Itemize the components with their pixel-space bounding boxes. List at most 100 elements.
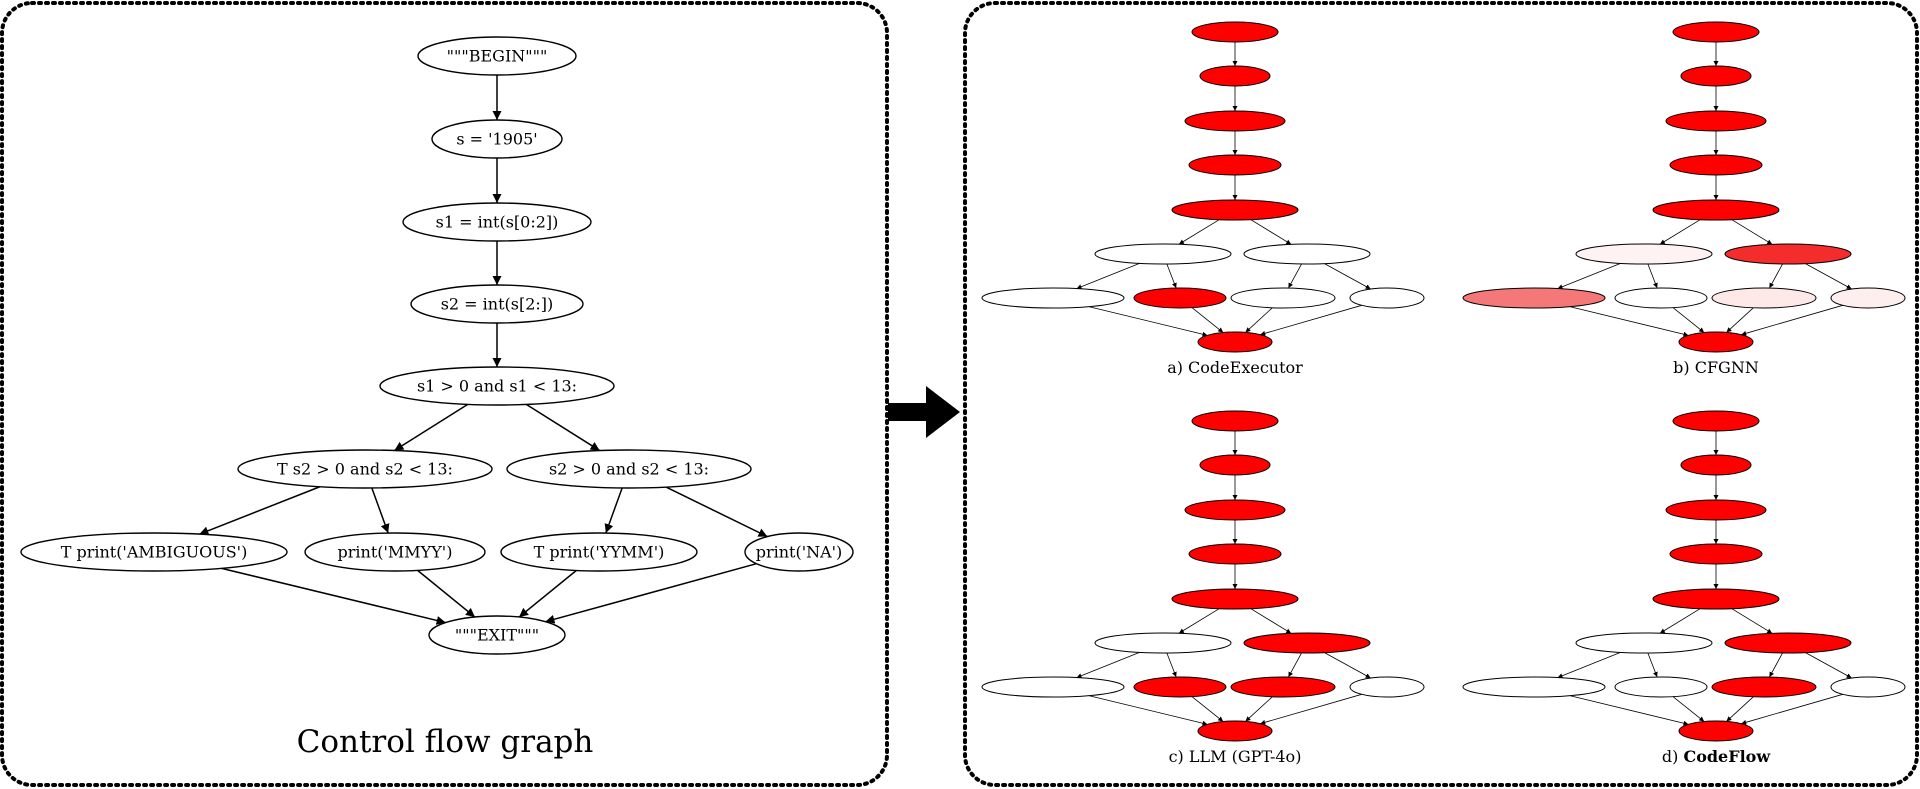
mini-edge bbox=[1076, 652, 1140, 679]
cfg-node-label: s = '1905' bbox=[456, 130, 537, 149]
cfg-edge bbox=[371, 487, 390, 534]
cfg-node-s1: s1 = int(s[0:2]) bbox=[402, 202, 592, 242]
mini-edge bbox=[1769, 652, 1783, 678]
mini-node-s1 bbox=[1665, 110, 1767, 132]
mini-node-s2 bbox=[1669, 543, 1763, 565]
caption-text: a) CodeExecutor bbox=[1167, 358, 1303, 377]
mini-edge bbox=[1805, 652, 1852, 679]
cfg-node-shape bbox=[304, 532, 486, 572]
mini-node-exit bbox=[1197, 331, 1273, 353]
mini-edge bbox=[1726, 696, 1754, 722]
mini-graph-codeexecutor: a) CodeExecutor bbox=[981, 21, 1425, 377]
cfg-node-label: s2 > 0 and s2 < 13: bbox=[549, 460, 709, 479]
cfg-edge bbox=[604, 487, 623, 534]
cfg-node-yymm: T print('YYMM') bbox=[500, 532, 698, 572]
mini-edge bbox=[1191, 307, 1224, 333]
mini-node-s bbox=[1680, 454, 1752, 476]
caption-text: d) bbox=[1662, 747, 1684, 766]
caption-text: c) LLM (GPT-4o) bbox=[1169, 747, 1302, 766]
mini-graph-caption: d) CodeFlow bbox=[1662, 747, 1771, 766]
mini-node-s bbox=[1199, 65, 1271, 87]
mini-node-cond1 bbox=[1171, 199, 1299, 221]
cfg-edges bbox=[199, 75, 768, 625]
cfg-node-na: print('NA') bbox=[744, 532, 854, 572]
mini-node-s2 bbox=[1669, 154, 1763, 176]
cfg-edge bbox=[417, 569, 476, 618]
cfg-node-label: """EXIT""" bbox=[455, 626, 539, 645]
cfg-node-label: print('NA') bbox=[756, 543, 843, 562]
cfg-node-s2: s2 = int(s[2:]) bbox=[410, 284, 584, 324]
mini-node-s1 bbox=[1184, 499, 1286, 521]
mini-node-condL bbox=[1575, 632, 1713, 654]
cfg-node-label: s1 = int(s[0:2]) bbox=[436, 213, 559, 232]
mini-node-s2 bbox=[1188, 154, 1282, 176]
cfg-node-shape bbox=[428, 615, 566, 655]
mini-graph-llm-gpt4o: c) LLM (GPT-4o) bbox=[981, 410, 1425, 766]
mini-edge bbox=[1324, 652, 1371, 679]
mini-node-s bbox=[1199, 454, 1271, 476]
mini-node-na bbox=[1349, 287, 1425, 309]
cfg-node-shape bbox=[500, 532, 698, 572]
mini-edge bbox=[1088, 306, 1208, 337]
cfg-nodes: """BEGIN"""s = '1905's1 = int(s[0:2])s2 … bbox=[20, 36, 854, 655]
mini-node-amb bbox=[1462, 287, 1606, 309]
mini-node-exit bbox=[1678, 331, 1754, 353]
cfg-panel-border bbox=[0, 1, 889, 787]
mini-edge bbox=[1672, 696, 1705, 722]
mini-node-s bbox=[1680, 65, 1752, 87]
cfg-node-cond1: s1 > 0 and s1 < 13: bbox=[379, 366, 615, 406]
mini-node-amb bbox=[981, 287, 1125, 309]
mini-graph-cfgnn: b) CFGNN bbox=[1462, 21, 1906, 377]
mini-edge bbox=[1769, 263, 1783, 289]
mini-node-cond1 bbox=[1171, 588, 1299, 610]
mini-edge bbox=[1076, 263, 1140, 290]
cfg-node-shape bbox=[431, 119, 563, 159]
mini-graph-caption: c) LLM (GPT-4o) bbox=[1169, 747, 1302, 766]
mini-node-begin bbox=[1191, 21, 1279, 43]
mini-edge bbox=[1324, 263, 1371, 290]
mini-graph-caption: a) CodeExecutor bbox=[1167, 358, 1303, 377]
caption-bold-text: CodeFlow bbox=[1683, 747, 1771, 766]
cfg-edge bbox=[545, 562, 757, 624]
cfg-node-label: T s2 > 0 and s2 < 13: bbox=[277, 460, 453, 479]
mini-edge bbox=[1250, 219, 1292, 245]
mini-node-condR bbox=[1724, 632, 1852, 654]
mini-node-mmyy bbox=[1614, 676, 1708, 698]
cfg-node-label: s1 > 0 and s1 < 13: bbox=[417, 377, 577, 396]
cfg-node-amb: T print('AMBIGUOUS') bbox=[20, 532, 288, 572]
cfg-edge bbox=[199, 486, 321, 536]
cfg-edge bbox=[393, 403, 469, 452]
mini-edge bbox=[1647, 263, 1658, 289]
cfg-node-label: s2 = int(s[2:]) bbox=[441, 295, 554, 314]
mini-edge bbox=[1805, 263, 1852, 290]
cfg-node-condR: s2 > 0 and s2 < 13: bbox=[506, 449, 752, 489]
mini-node-begin bbox=[1191, 410, 1279, 432]
cfg-edge bbox=[221, 567, 446, 625]
mini-edge bbox=[1672, 307, 1705, 333]
mini-edge bbox=[1088, 695, 1208, 726]
mini-edge bbox=[1659, 608, 1701, 634]
mini-node-cond1 bbox=[1652, 199, 1780, 221]
mini-node-condR bbox=[1243, 632, 1371, 654]
mini-node-condL bbox=[1575, 243, 1713, 265]
cfg-node-label: print('MMYY') bbox=[338, 543, 453, 562]
mini-node-condR bbox=[1243, 243, 1371, 265]
cfg-node-shape bbox=[20, 532, 288, 572]
mini-node-yymm bbox=[1230, 676, 1336, 698]
cfg-node-shape bbox=[402, 202, 592, 242]
mini-graphs: a) CodeExecutor b) CFGNN c) LLM (GPT-4o) d)… bbox=[981, 21, 1906, 766]
cfg-edge bbox=[525, 403, 601, 452]
mini-node-s1 bbox=[1665, 499, 1767, 521]
cfg-node-shape bbox=[417, 36, 577, 76]
mini-graph-caption: b) CFGNN bbox=[1673, 358, 1759, 377]
mini-edge bbox=[1166, 652, 1177, 678]
mini-edge bbox=[1731, 219, 1773, 245]
mini-edge bbox=[1557, 263, 1621, 290]
mini-edge bbox=[1647, 652, 1658, 678]
mini-edge bbox=[1178, 219, 1220, 245]
mini-node-s2 bbox=[1188, 543, 1282, 565]
transition-arrow-icon bbox=[888, 386, 960, 438]
mini-edge bbox=[1557, 652, 1621, 679]
cfg-node-label: T print('YYMM') bbox=[534, 543, 665, 562]
